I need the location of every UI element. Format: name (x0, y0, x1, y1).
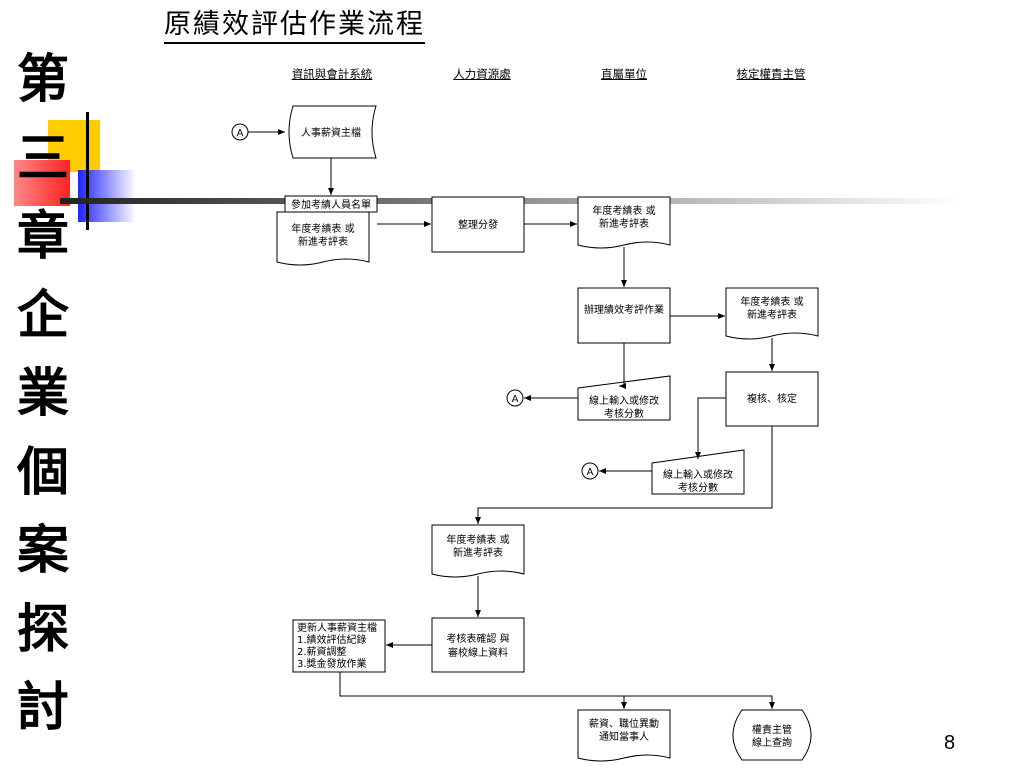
notify-shape (577, 709, 671, 762)
online-input-2-line-2: 考核分數 (678, 481, 718, 494)
update-master-line-4: 3.獎金發放作業 (297, 657, 367, 670)
arrow-review-to-input2 (695, 397, 726, 459)
online-input-2-line-1: 線上輸入或修改 (663, 468, 733, 481)
process-eval-shape (577, 287, 671, 344)
lane-header-direct-unit: 直屬單位 (601, 69, 647, 81)
form-2-shape (577, 196, 671, 249)
side-title: 第 三 章 企 業 個 案 探 討 (10, 50, 76, 757)
connector-a-label: A (512, 394, 519, 405)
arrow-process-to-input1 (619, 343, 626, 389)
page-number: 8 (944, 732, 956, 754)
participant-list-label: 參加考績人員名單 (291, 198, 371, 211)
master-file-label: 人事薪資主檔 (301, 126, 361, 139)
form-1-shape (276, 211, 370, 266)
form-3-line-2: 新進考評表 (747, 308, 797, 321)
update-master-line-2: 1.績效評估紀錄 (297, 633, 367, 646)
side-title-char: 企 (16, 284, 69, 346)
arrow-review-to-form4 (475, 426, 773, 524)
lane-header-approver: 核定權責主管 (736, 69, 806, 81)
form-1-line-2: 新進考評表 (298, 235, 348, 248)
connector-a-label: A (237, 128, 244, 139)
confirm-check-line-1: 考核表確認 與 (446, 632, 509, 645)
connector-a-1 (506, 389, 524, 407)
notify-line-2: 通知當事人 (599, 730, 649, 743)
arrow-update-to-notify (339, 672, 627, 709)
update-master-line-3: 2.薪資調整 (297, 645, 347, 658)
form-2-line-2: 新進考評表 (599, 217, 649, 230)
deco-vertical-line (86, 112, 89, 230)
lane-header-it-accounting: 資訊與會計系統 (291, 69, 373, 81)
update-master-line-1: 更新人事薪資主檔 (297, 621, 377, 634)
master-file-shape (288, 105, 377, 159)
page-title: 原績效評估作業流程 (164, 8, 425, 44)
update-master-shape (292, 619, 386, 673)
connector-a-2 (581, 462, 599, 480)
side-title-char: 案 (16, 520, 69, 581)
online-query-shape (732, 709, 812, 761)
notify-line-1: 薪資、職位異動 (589, 717, 659, 730)
form-4-line-1: 年度考績表 或 (446, 533, 509, 546)
side-title-char: 個 (16, 441, 69, 503)
online-query-line-2: 線上查詢 (752, 736, 792, 749)
form-4-shape (431, 524, 525, 578)
side-title-char: 章 (16, 206, 69, 267)
review-approve-label: 複核、核定 (747, 392, 797, 405)
form-1-line-1: 年度考績表 或 (291, 222, 354, 235)
side-title-char: 探 (16, 598, 69, 660)
lane-header-hr: 人力資源處 (453, 69, 511, 81)
confirm-check-line-2: 審校線上資料 (448, 646, 508, 659)
online-query-line-1: 權責主管 (752, 723, 792, 736)
form-3-shape (725, 287, 819, 340)
side-title-char: 第 (16, 49, 69, 110)
connector-a-label: A (587, 467, 594, 478)
sort-distribute-label: 整理分發 (458, 218, 498, 231)
side-title-char: 討 (16, 677, 69, 738)
online-input-1-line-2: 考核分數 (604, 407, 644, 420)
online-input-1-line-1: 線上輸入或修改 (589, 394, 659, 407)
form-2-line-1: 年度考績表 或 (592, 204, 655, 217)
online-input-1-shape (577, 375, 671, 421)
arrow-update-to-query (624, 695, 775, 709)
sort-distribute-shape (431, 196, 525, 253)
side-title-char: 業 (16, 363, 69, 424)
online-input-2-shape (651, 449, 745, 495)
process-eval-label: 辦理績效考評作業 (584, 303, 664, 316)
side-title-char: 三 (16, 127, 69, 189)
form-4-line-2: 新進考評表 (453, 546, 503, 559)
form-3-line-1: 年度考績表 或 (740, 295, 803, 308)
review-approve-shape (725, 371, 819, 427)
confirm-check-shape (431, 617, 525, 673)
